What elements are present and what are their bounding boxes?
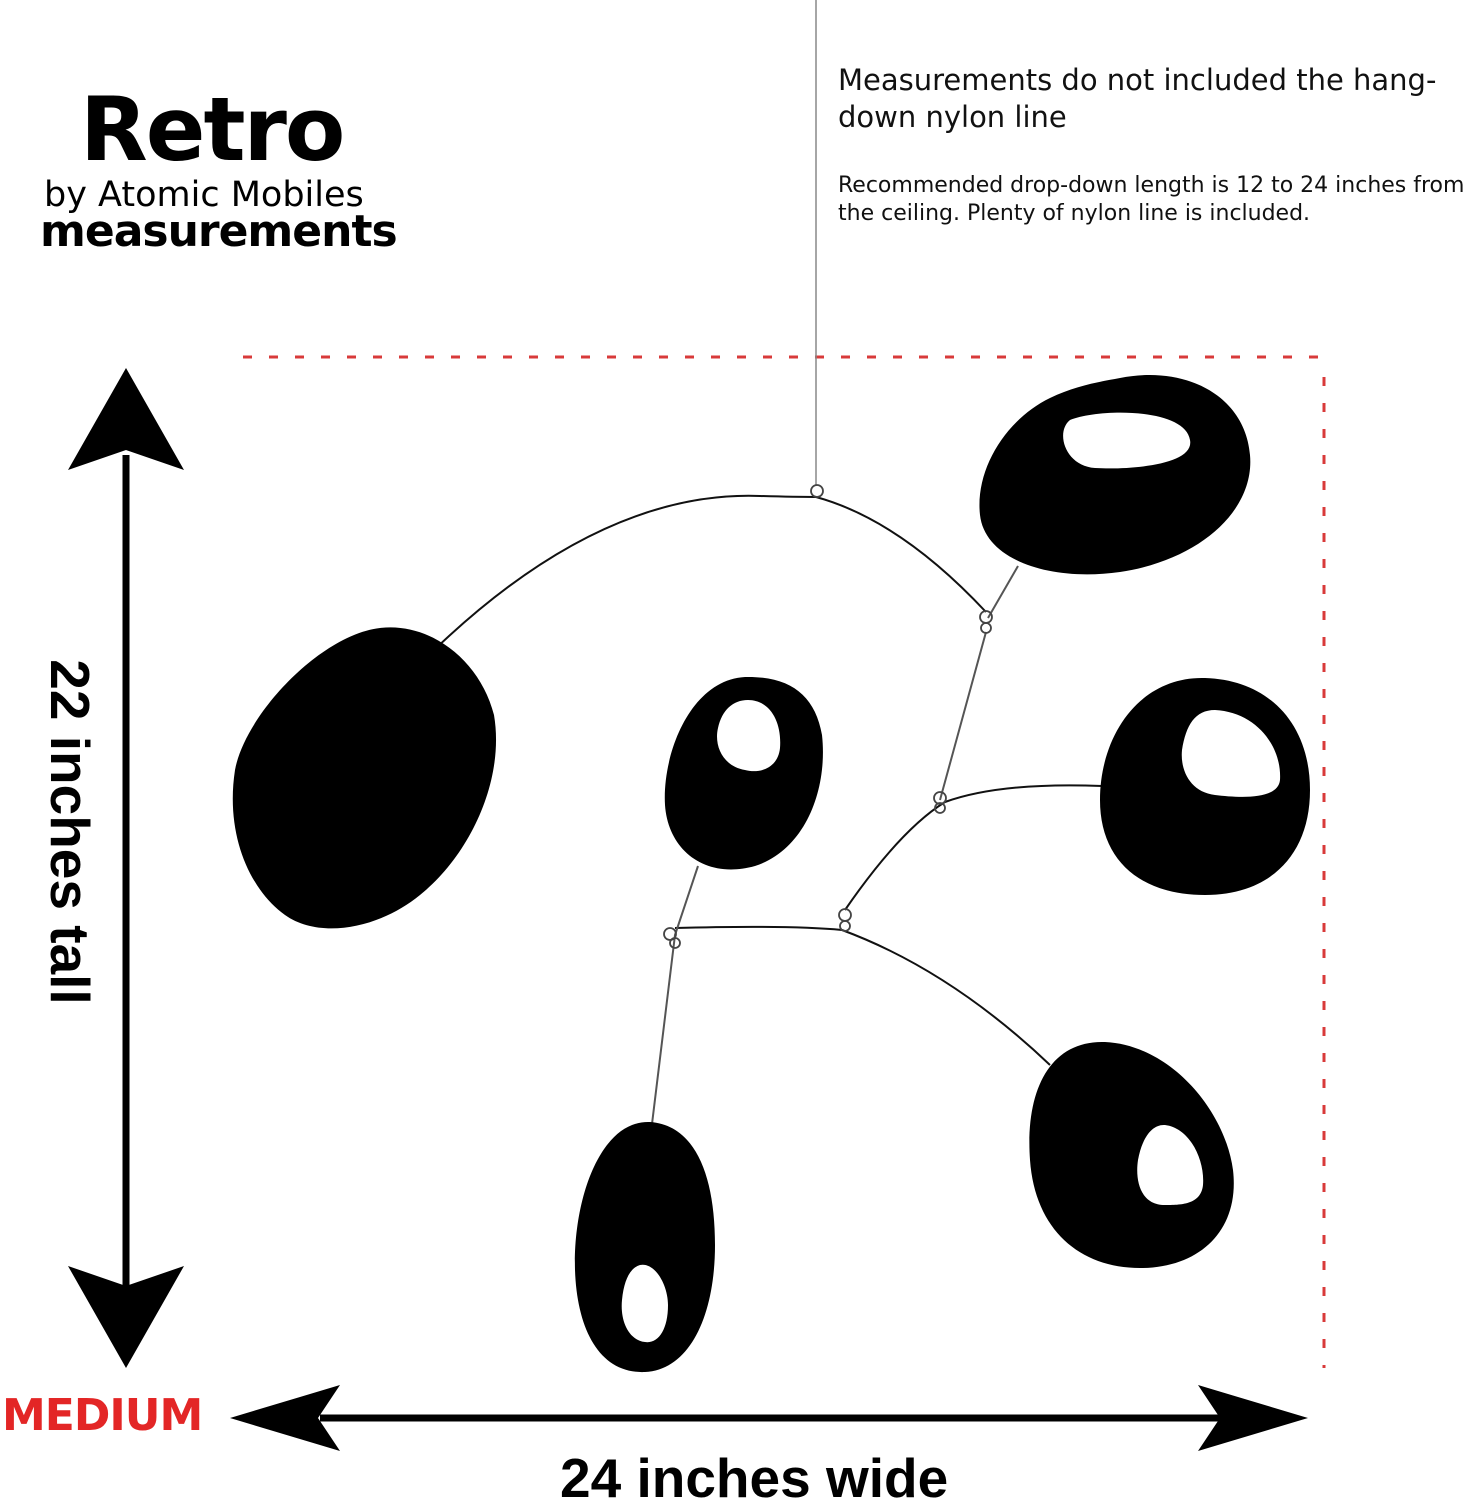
brand-title: Retro [80,78,345,181]
middle-wire [844,784,1103,911]
bottom-right-ring-shape [1029,1041,1234,1268]
connector-ring [839,920,851,932]
size-label: MEDIUM [2,1390,203,1441]
lower-wire [674,925,1051,1066]
connector-ring [979,610,993,624]
right-vertical-wire [939,631,987,801]
height-dimension-arrow [68,368,184,1368]
top-wire [431,494,987,653]
connector-ring [810,484,824,498]
drop-length-note: Recommended drop-down length is 12 to 24… [838,173,1465,226]
measurements-heading: measurements [40,206,398,257]
top-right-ring-shape [979,375,1251,575]
upper-right-wire [987,565,1019,619]
right-middle-ring-shape [1100,677,1310,895]
height-label: 22 inches tall [39,659,101,1005]
connector-ring [934,802,946,814]
width-label: 24 inches wide [560,1447,949,1509]
center-ring-shape [664,676,823,870]
connector-ring [838,908,852,922]
connector-ring [980,622,992,634]
connector-ring [933,791,947,805]
left-vertical-wire [651,865,699,1125]
brand-subtitle: by Atomic Mobiles [44,175,364,215]
large-solid-shape [232,627,497,929]
bottom-ring-shape [574,1121,715,1373]
connector-ring [669,937,681,949]
width-dimension-arrow [230,1385,1308,1451]
measurement-note: Measurements do not included the hang-do… [838,63,1437,135]
